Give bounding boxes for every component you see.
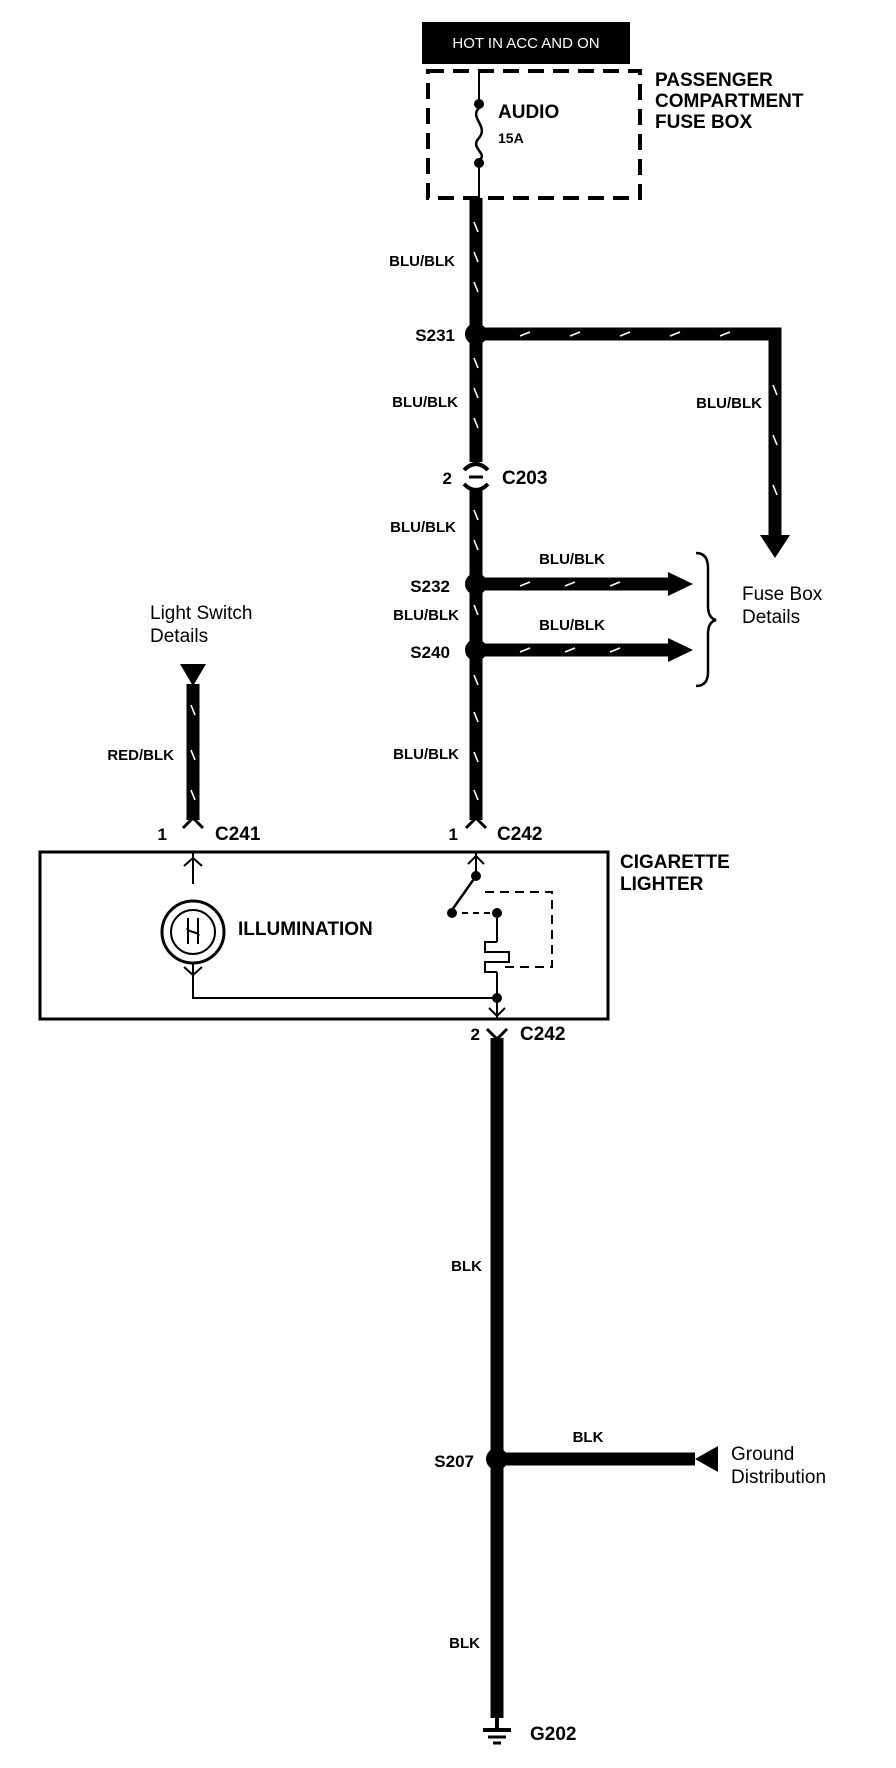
cigarette-lighter-box: [38, 850, 610, 1021]
wire-main-blu-blk: [469, 198, 483, 820]
illumination-bulb-icon: [160, 852, 498, 999]
wire-label: BLK: [573, 1429, 604, 1446]
wire-label: RED/BLK: [107, 747, 174, 764]
light-switch-details-1: Light Switch: [150, 603, 252, 624]
ground-distribution-arrow-icon: [695, 1446, 718, 1472]
fuse-box-details-1: Fuse Box: [742, 584, 823, 605]
component-name-1: CIGARETTE: [620, 852, 730, 873]
power-banner-text: HOT IN ACC AND ON: [452, 35, 599, 52]
wire-label: BLU/BLK: [389, 253, 455, 270]
ground-distribution-1: Ground: [731, 1444, 794, 1465]
connector-c242-bottom-pin: 2: [471, 1025, 480, 1044]
component-name-2: LIGHTER: [620, 874, 704, 895]
connector-c241-label: C241: [215, 824, 261, 845]
wire-label: BLU/BLK: [539, 617, 605, 634]
connector-c203-pin: 2: [443, 469, 452, 488]
wire-label: BLU/BLK: [539, 551, 605, 568]
fuse-box-title-3: FUSE BOX: [655, 112, 752, 133]
splice-s240-label: S240: [410, 643, 450, 662]
fuse-symbol: [474, 71, 484, 198]
splice-s232-label: S232: [410, 577, 450, 596]
fuse-name: AUDIO: [498, 102, 559, 123]
splice-s207-label: S207: [434, 1452, 474, 1471]
connector-c203: [462, 462, 490, 492]
power-banner: HOT IN ACC AND ON: [422, 22, 630, 64]
connector-c241-pin: 1: [158, 825, 167, 844]
fuse-box-title-2: COMPARTMENT: [655, 91, 804, 112]
wire-label: BLK: [451, 1258, 482, 1275]
wire-red-blk: [186, 684, 200, 820]
wire-s232-branch: [476, 572, 693, 596]
fuse-rating: 15A: [498, 130, 524, 146]
ground-icon: [483, 1718, 511, 1745]
wire-label: BLU/BLK: [393, 746, 459, 763]
connector-c203-label: C203: [502, 468, 547, 489]
connector-c242-top-label: C242: [497, 824, 542, 845]
wire-label: BLU/BLK: [696, 395, 762, 412]
splice-s231-label: S231: [415, 326, 455, 345]
fuse-box-details-brace: [695, 551, 717, 688]
lighter-heater-icon: [447, 852, 553, 1019]
connector-c242-bottom: [485, 1027, 509, 1042]
wire-label: BLU/BLK: [393, 607, 459, 624]
connector-c242-bottom-label: C242: [520, 1024, 565, 1045]
fuse-box-title-1: PASSENGER: [655, 70, 773, 91]
connector-c242-top: [464, 815, 488, 830]
fuse-box-outline: [426, 69, 642, 200]
fuse-box-details-2: Details: [742, 607, 800, 628]
ground-distribution-2: Distribution: [731, 1467, 826, 1488]
wire-label: BLU/BLK: [390, 519, 456, 536]
connector-c242-top-pin: 1: [449, 825, 458, 844]
illumination-label: ILLUMINATION: [238, 919, 373, 940]
light-switch-details-2: Details: [150, 626, 208, 647]
light-switch-arrow-icon: [180, 664, 206, 686]
connector-c241: [181, 815, 205, 830]
wire-label: BLU/BLK: [392, 394, 458, 411]
ground-label: G202: [530, 1724, 576, 1745]
wire-s240-branch: [476, 638, 693, 662]
wire-label: BLK: [449, 1635, 480, 1652]
wire-s231-branch: [476, 327, 790, 558]
